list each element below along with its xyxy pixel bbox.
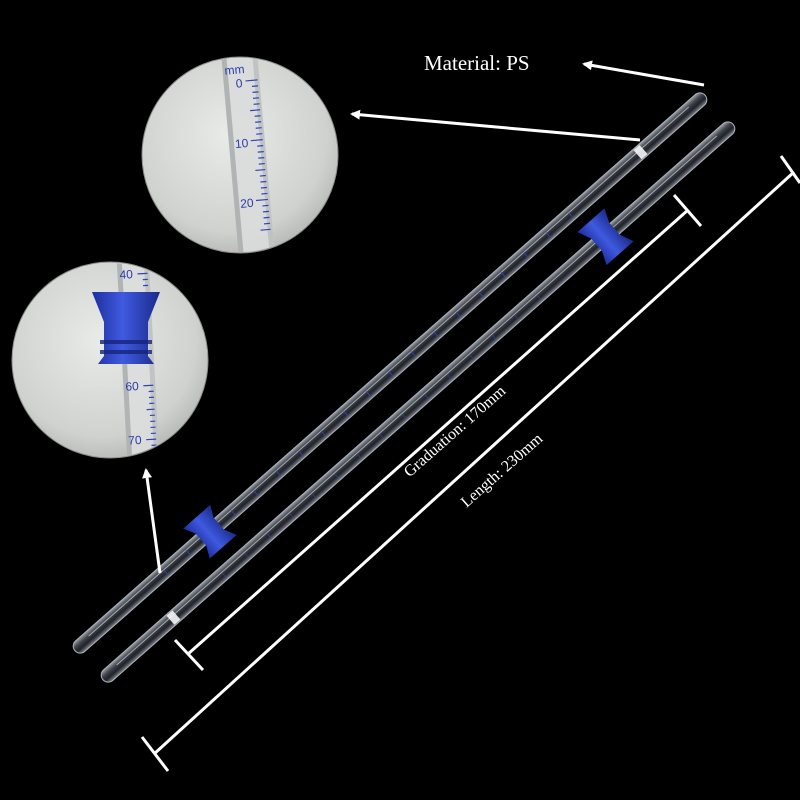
blue-plug-upper xyxy=(183,504,237,559)
material-label: Material: PS xyxy=(424,51,530,75)
pipette-lower xyxy=(100,121,736,683)
zoom-top-arrow xyxy=(350,109,641,142)
pipette-upper xyxy=(72,92,708,654)
length-dimension-line xyxy=(140,155,800,772)
zoom-bottom-scale-ticks xyxy=(137,272,157,453)
length-label: Length: 230mm xyxy=(458,430,547,511)
material-arrow xyxy=(582,60,705,87)
zoom-bottom-blue-plug xyxy=(92,292,160,364)
zoom-top-unit: mm xyxy=(224,62,245,78)
blue-plug-lower xyxy=(577,208,634,266)
zoom-top-tick-20: 20 xyxy=(240,196,255,211)
zoom-top-scale-ticks xyxy=(245,79,271,231)
zoom-bottom-arrow xyxy=(142,468,162,574)
zoom-bottom-tick-70: 70 xyxy=(128,433,142,448)
zoom-top-tick-10: 10 xyxy=(234,136,249,151)
graduation-marks-lower xyxy=(221,295,542,578)
zoom-top-tick-0: 0 xyxy=(235,76,243,91)
graduation-dimension-line xyxy=(173,194,703,672)
zoom-circle-bottom: 40 60 70 xyxy=(11,261,209,459)
zoom-circle-top: mm 0 10 20 xyxy=(141,56,339,254)
graduation-marks-upper xyxy=(163,212,574,575)
zoom-bottom-tick-40: 40 xyxy=(119,267,133,282)
zoom-bottom-tick-60: 60 xyxy=(125,379,139,394)
